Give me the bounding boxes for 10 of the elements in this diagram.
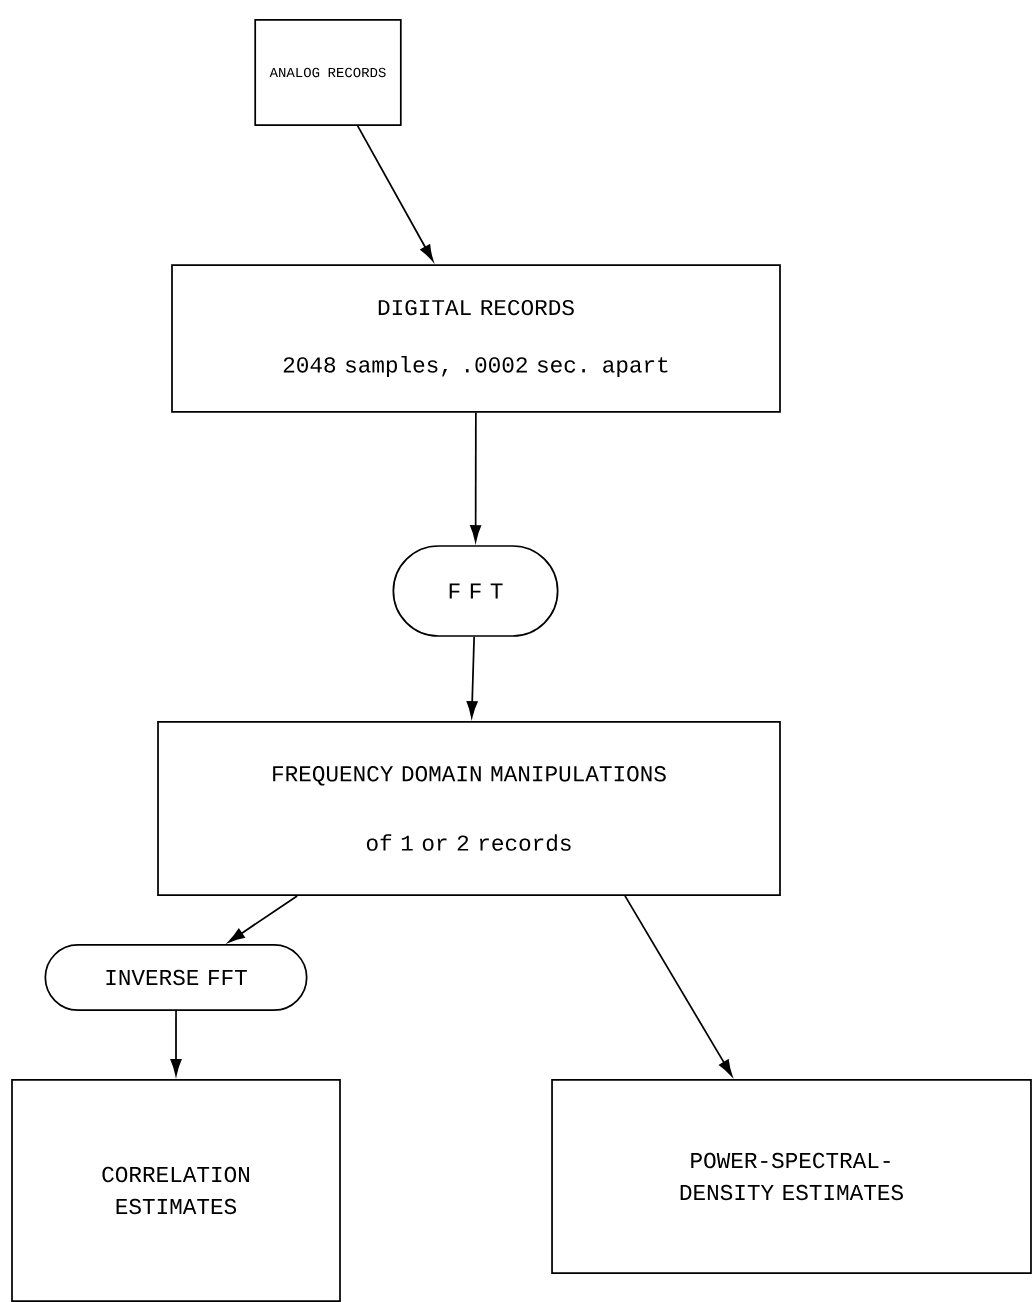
arrow: [466, 636, 478, 718]
arrow: [624, 895, 733, 1077]
arrow: [228, 895, 298, 943]
process-box: POWER-SPECTRAL-DENSITY ESTIMATES: [551, 1079, 1032, 1274]
process-box: FREQUENCY DOMAIN MANIPULATIONS of 1 or 2 records: [157, 721, 781, 896]
arrow: [170, 1010, 182, 1076]
arrow: [356, 125, 434, 262]
process-box: ANALOG RECORDS: [254, 19, 402, 126]
process-box: CORRELATION ESTIMATES: [11, 1079, 341, 1302]
process-box: DIGITAL RECORDS 2048 samples, .0002 sec. apart: [171, 264, 781, 413]
